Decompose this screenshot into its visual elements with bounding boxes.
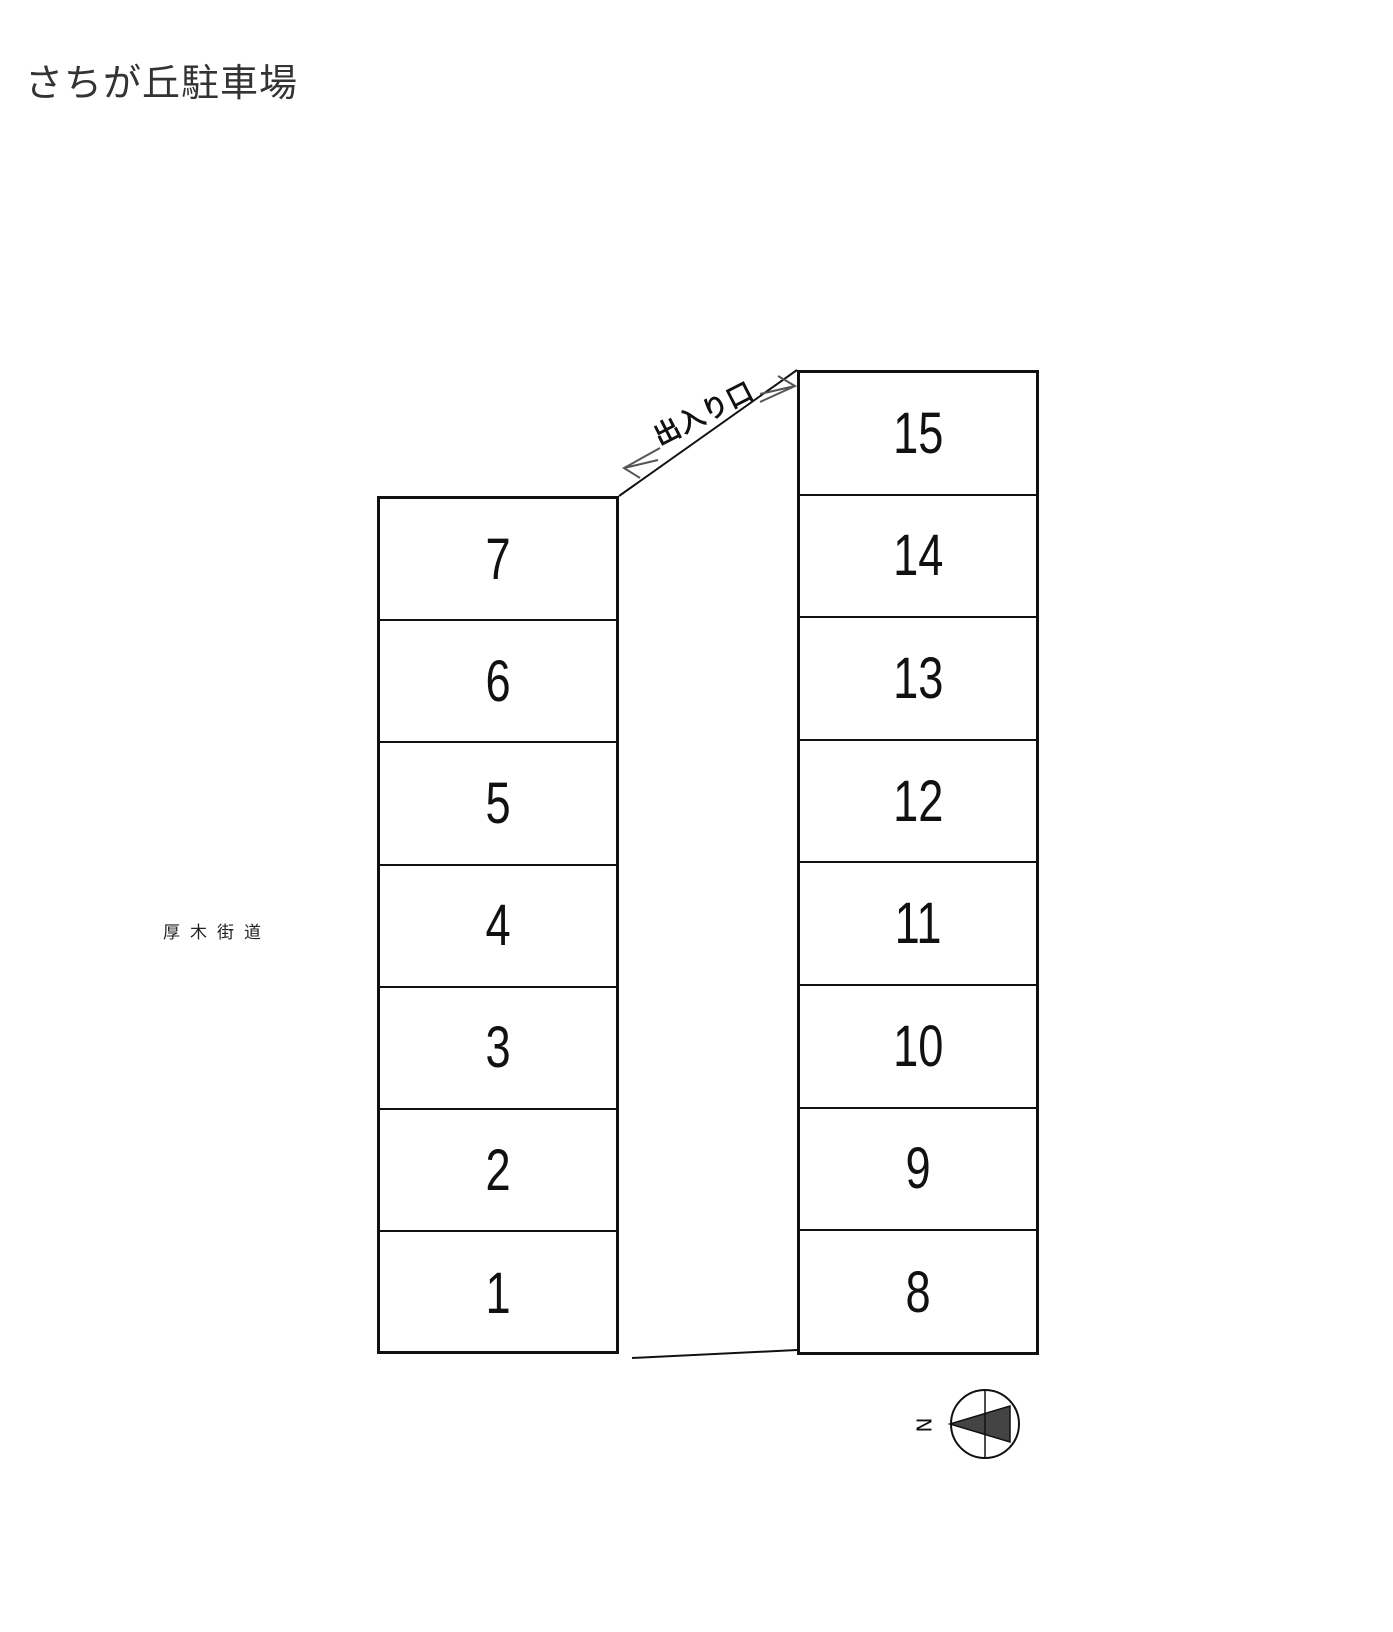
parking-lot: 2	[380, 1110, 616, 1233]
parking-lot: 5	[380, 743, 616, 866]
entrance-arrow-right	[759, 375, 798, 403]
parking-lot: 11	[800, 863, 1036, 986]
parking-lot: 9	[800, 1109, 1036, 1232]
lot-number: 4	[485, 893, 511, 959]
parking-lot: 4	[380, 866, 616, 988]
parking-lot: 10	[800, 986, 1036, 1109]
south-boundary-line	[631, 1349, 798, 1359]
lot-number: 7	[485, 526, 511, 592]
compass-icon	[947, 1389, 1020, 1459]
lot-number: 13	[892, 645, 944, 711]
lot-number: 15	[892, 400, 944, 466]
lot-number: 2	[485, 1137, 511, 1203]
parking-lot: 1	[380, 1232, 616, 1354]
lot-number: 11	[894, 891, 942, 957]
parking-lot: 6	[380, 621, 616, 744]
lot-number: 8	[905, 1259, 931, 1325]
parking-lot: 12	[800, 741, 1036, 864]
road-label: 厚木街道	[163, 923, 271, 943]
entrance-arrow-left	[622, 447, 661, 479]
parking-lot: 3	[380, 988, 616, 1110]
lot-number: 14	[892, 523, 944, 589]
left-lot-column: 7 6 5 4 3 2 1	[377, 496, 619, 1354]
lot-number: 10	[892, 1013, 944, 1079]
lot-number: 3	[485, 1015, 511, 1081]
right-lot-column: 15 14 13 12 11 10 9 8	[797, 370, 1039, 1355]
lot-number: 5	[485, 770, 511, 836]
lot-number: 9	[905, 1136, 931, 1202]
lot-number: 6	[485, 648, 511, 714]
north-boundary-line	[618, 369, 798, 497]
parking-lot: 7	[380, 499, 616, 622]
parking-lot: 14	[800, 496, 1036, 619]
page-title: さちが丘駐車場	[25, 61, 299, 105]
lot-number: 12	[892, 768, 944, 834]
lot-number: 1	[485, 1260, 511, 1326]
parking-lot: 15	[800, 373, 1036, 496]
compass-north-label: N	[911, 1417, 936, 1433]
parking-lot: 8	[800, 1231, 1036, 1354]
parking-lot: 13	[800, 618, 1036, 741]
